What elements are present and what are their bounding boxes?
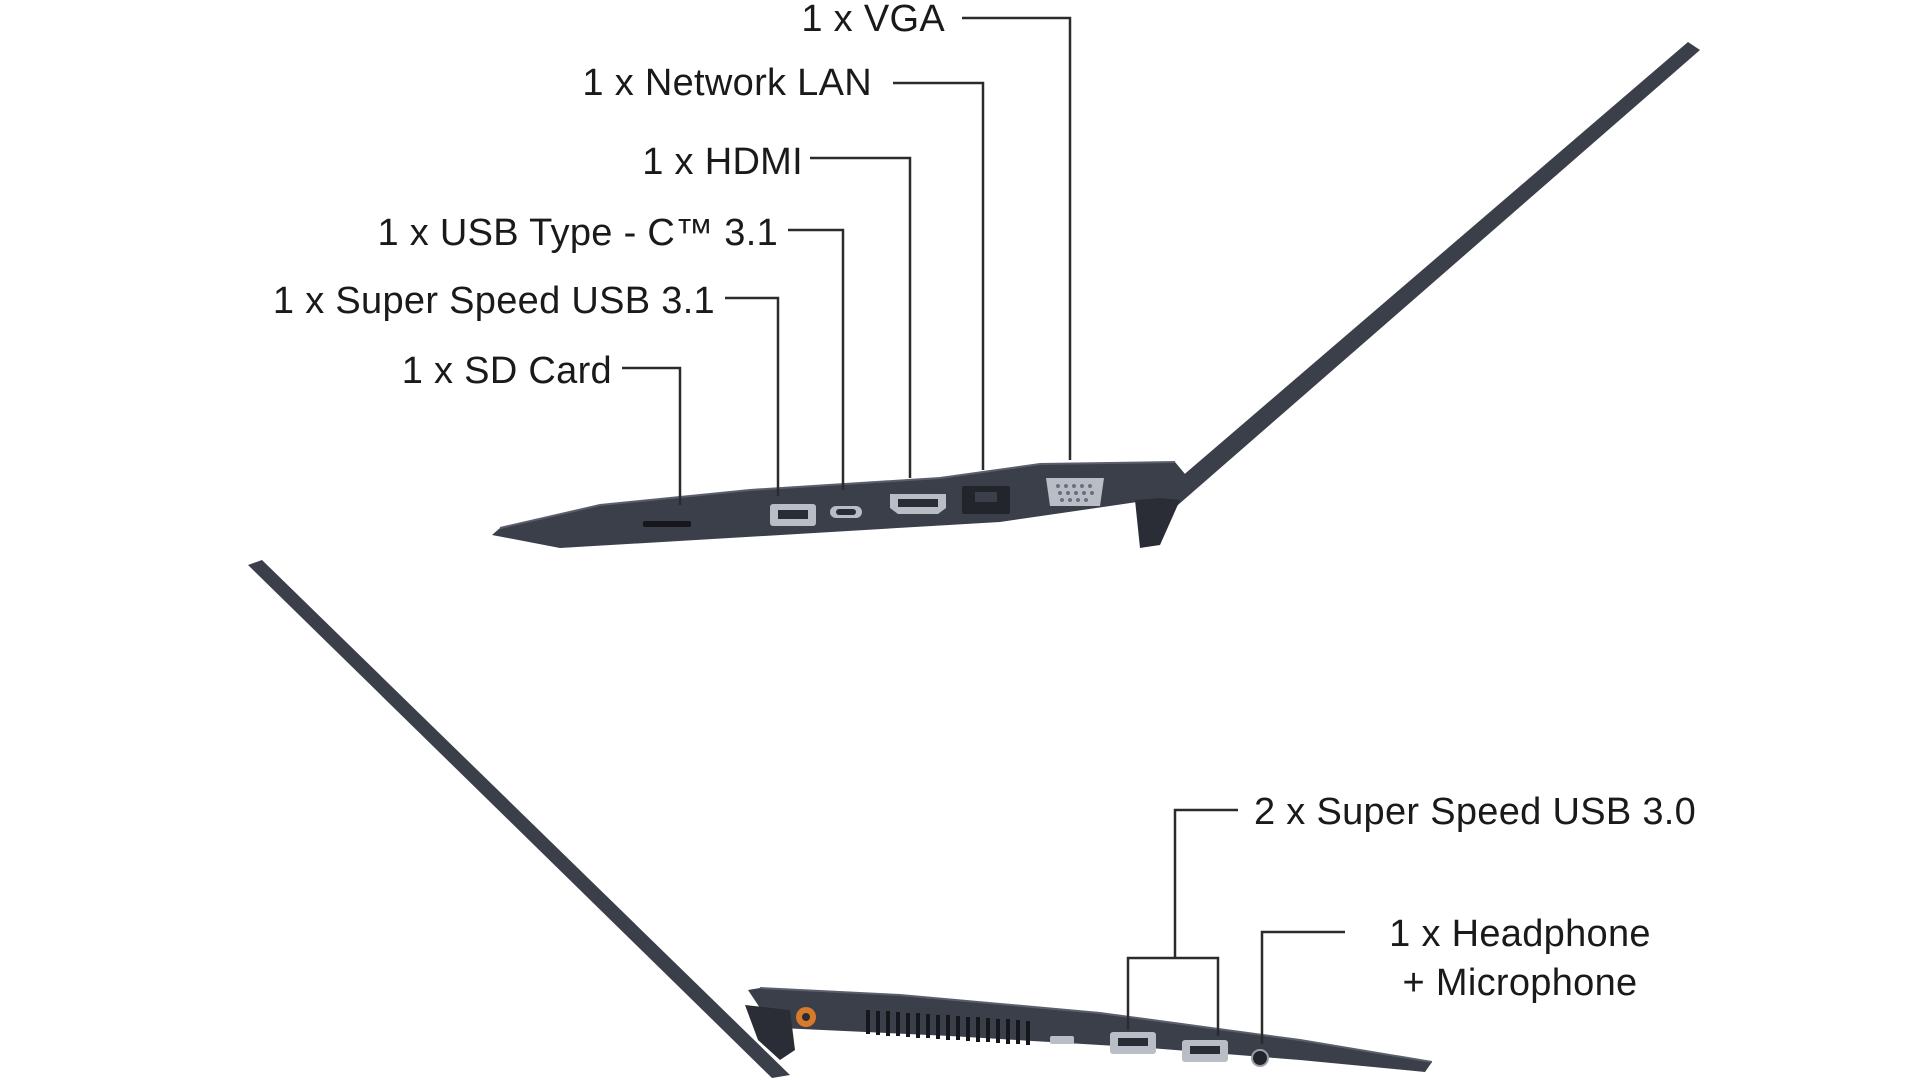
bottom-laptop-hinge: [745, 1005, 795, 1060]
label-super-speed-usb-30: 2 x Super Speed USB 3.0: [1254, 791, 1697, 833]
label-headphone-line2: + Microphone: [1402, 962, 1638, 1005]
leader-line-lan: [893, 81, 985, 470]
leader-line-hdmi: [810, 156, 912, 478]
label-usb-type-c: 1 x USB Type - C™ 3.1: [377, 212, 778, 254]
label-headphone-line1: 1 x Headphone: [1389, 913, 1651, 955]
label-hdmi: 1 x HDMI: [642, 141, 803, 183]
label-sd-card: 1 x SD Card: [401, 350, 612, 392]
top-laptop: [492, 42, 1700, 548]
leader-line-sd: [622, 366, 682, 505]
label-super-speed-usb-31: 1 x Super Speed USB 3.1: [272, 280, 715, 322]
bottom-leader-lines: [1126, 808, 1345, 1044]
leader-line-usb30-bracket: [1126, 956, 1220, 1036]
top-laptop-lid: [1145, 42, 1700, 518]
sd-card-slot: [643, 521, 691, 527]
bottom-laptop-base: [748, 988, 1432, 1072]
label-headphone-microphone: 1 x Headphone + Microphone: [1360, 910, 1680, 1009]
top-leader-lines: [622, 16, 1072, 505]
security-slot: [1050, 1036, 1074, 1044]
leader-line-vga: [962, 16, 1072, 460]
label-vga: 1 x VGA: [801, 0, 945, 40]
cooling-vents: [866, 1010, 1030, 1045]
leader-line-usbc: [788, 228, 845, 490]
label-network-lan: 1 x Network LAN: [582, 62, 872, 104]
audio-jack: [1251, 1049, 1269, 1067]
top-laptop-hinge: [1135, 498, 1180, 548]
leader-line-usb30: [1173, 808, 1238, 958]
leader-line-usba: [725, 296, 780, 496]
leader-line-audio: [1260, 930, 1345, 1044]
bottom-laptop-lid: [248, 560, 790, 1078]
bottom-laptop: [248, 560, 1433, 1078]
